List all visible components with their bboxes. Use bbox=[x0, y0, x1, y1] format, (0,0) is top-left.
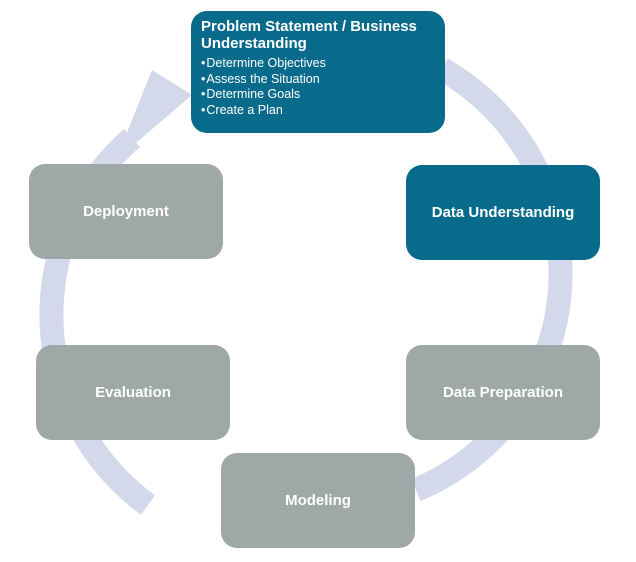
evaluation-label: Evaluation bbox=[95, 384, 171, 401]
data-understanding-node: Data Understanding bbox=[406, 165, 600, 260]
bullet-item: Determine Objectives bbox=[201, 56, 435, 72]
data-preparation-label: Data Preparation bbox=[442, 384, 564, 401]
modeling-node: Modeling bbox=[221, 453, 415, 548]
bullet-item: Assess the Situation bbox=[201, 72, 435, 88]
data-understanding-label: Data Understanding bbox=[431, 204, 575, 221]
cycle-arc-right bbox=[411, 58, 573, 502]
bullet-item: Determine Goals bbox=[201, 87, 435, 103]
deployment-label: Deployment bbox=[83, 203, 169, 220]
problem-statement-bullets: Determine Objectives Assess the Situatio… bbox=[201, 56, 435, 118]
cycle-arrow-head bbox=[116, 70, 192, 160]
deployment-node: Deployment bbox=[29, 164, 223, 259]
problem-statement-node: Problem Statement / Business Understandi… bbox=[191, 11, 445, 133]
evaluation-node: Evaluation bbox=[36, 345, 230, 440]
modeling-label: Modeling bbox=[285, 492, 351, 509]
problem-statement-title: Problem Statement / Business Understandi… bbox=[201, 18, 417, 52]
bullet-item: Create a Plan bbox=[201, 103, 435, 119]
data-preparation-node: Data Preparation bbox=[406, 345, 600, 440]
